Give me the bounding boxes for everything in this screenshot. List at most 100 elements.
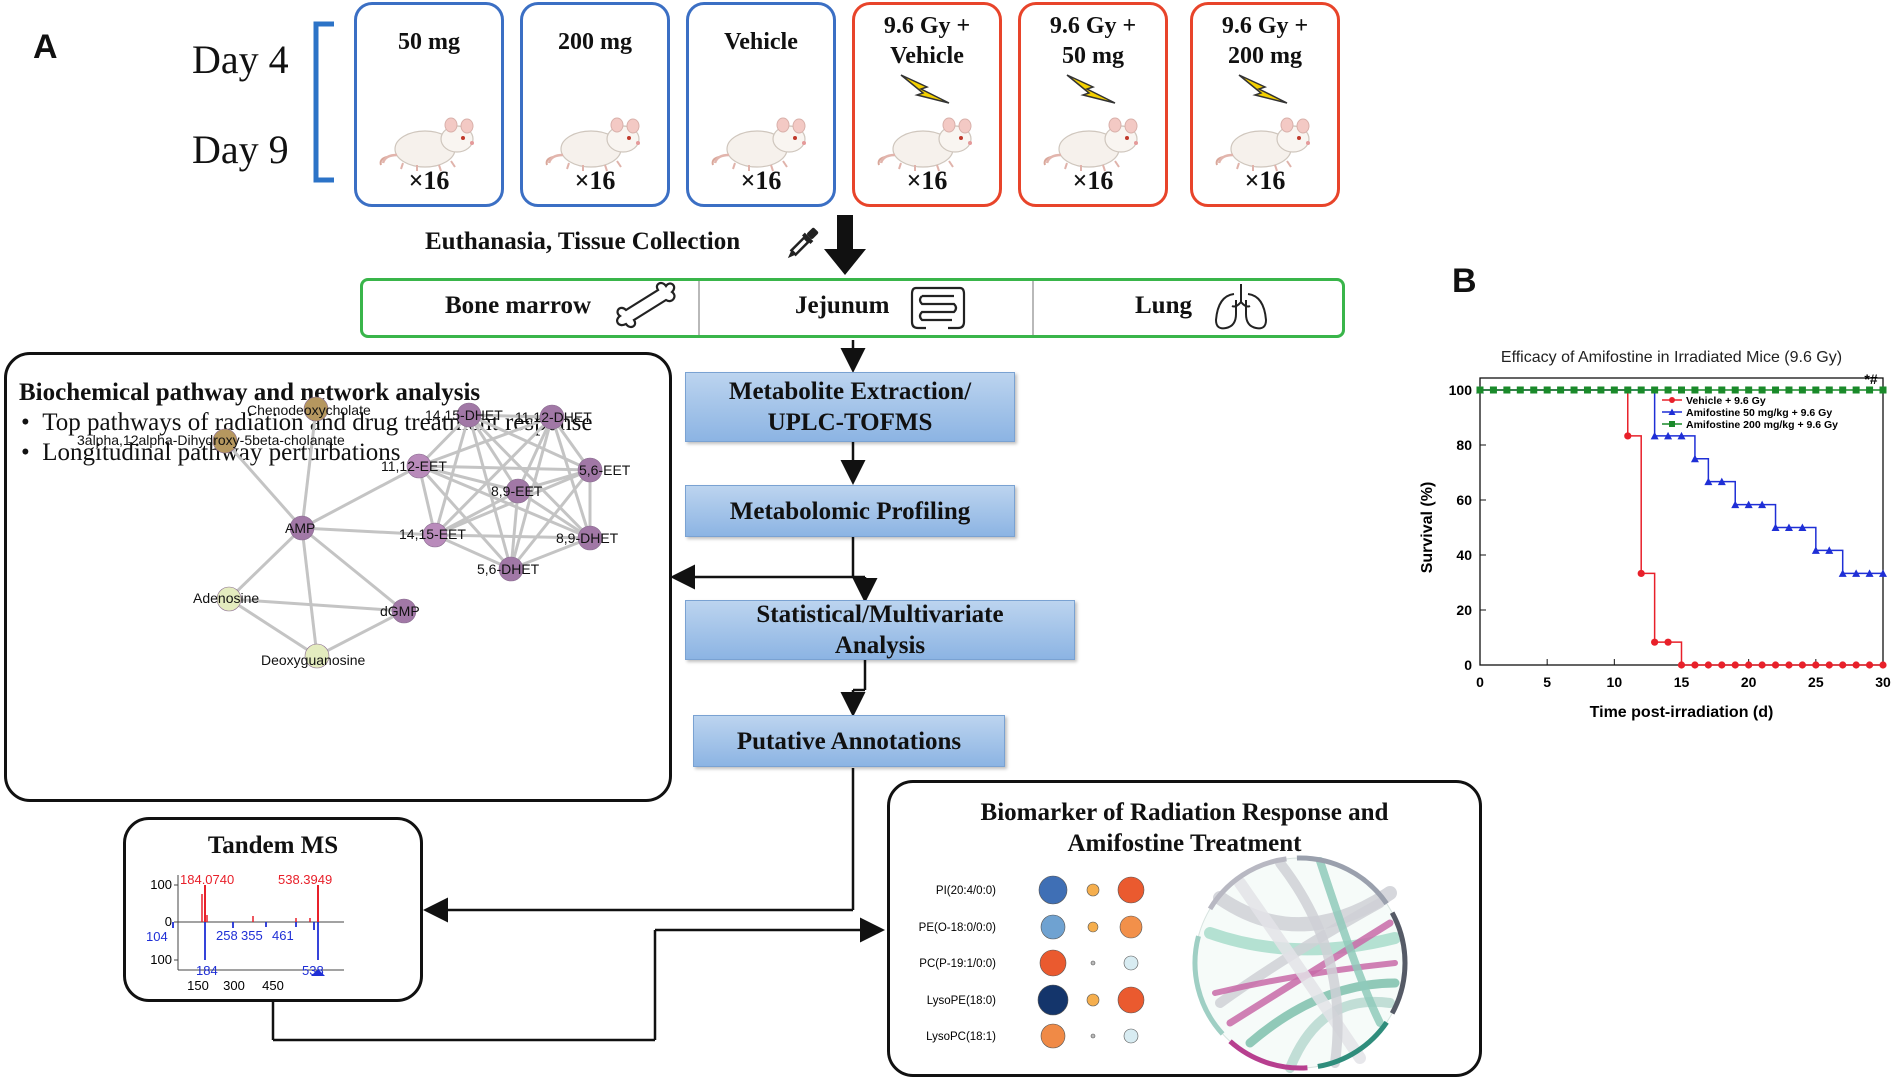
network-node <box>505 478 531 504</box>
series-point <box>1771 661 1780 669</box>
tissue-jejunum: Jejunum <box>795 292 890 319</box>
day-bracket <box>313 21 334 183</box>
series-point <box>1583 386 1591 394</box>
y-tick-label: 60 <box>1456 492 1472 508</box>
network-node <box>577 457 603 483</box>
metabolite-network: Chenodeoxycholate3alpha,12alpha-Dihydrox… <box>77 396 631 669</box>
series-point <box>1852 569 1861 577</box>
series-point <box>1664 638 1672 646</box>
series-point <box>1530 386 1538 394</box>
series-point <box>1758 661 1766 669</box>
lipid-bubble <box>1087 921 1099 933</box>
survival-chart: Efficacy of Amifostine in Irradiated Mic… <box>1419 349 1891 721</box>
legend-label: Vehicle + 9.6 Gy <box>1686 395 1766 407</box>
lipid-bubble <box>1040 914 1066 940</box>
pipette-icon <box>787 227 819 259</box>
lipid-label: LysoPC(18:1) <box>926 1031 996 1043</box>
lightning-icon <box>1066 74 1116 104</box>
series-point <box>1758 386 1766 394</box>
series-point <box>1543 386 1551 394</box>
group-title: Vehicle <box>724 29 798 55</box>
intestine-icon <box>910 286 966 330</box>
group-title: 200 mg <box>558 29 632 55</box>
series-point <box>1624 432 1632 440</box>
network-edge <box>510 536 591 571</box>
x-tick-label: 15 <box>1674 674 1690 690</box>
series-point <box>1717 477 1726 486</box>
bone-icon <box>616 281 676 329</box>
lightning-icon <box>1238 74 1288 104</box>
series-point <box>1731 500 1740 509</box>
network-edge <box>509 469 592 570</box>
series-line <box>1480 389 1883 575</box>
mouse-icon <box>1043 117 1138 172</box>
series-point <box>1704 477 1713 486</box>
legend-marker <box>1669 421 1675 427</box>
series-point <box>1677 431 1686 440</box>
network-node-label: AMP <box>285 520 315 536</box>
network-node <box>303 396 329 422</box>
network-edge <box>301 526 405 613</box>
series-point <box>1651 386 1659 394</box>
ms-bottom-peak-label: 258 <box>216 928 238 943</box>
series-point <box>1784 523 1793 531</box>
network-edge <box>227 526 304 601</box>
down-arrow-main <box>824 215 866 275</box>
lipid-bubble <box>1039 949 1067 977</box>
network-edges <box>223 408 592 658</box>
network-node-label: 14,15-DHET <box>425 407 503 423</box>
series-point <box>1570 386 1578 394</box>
lipid-bubble <box>1123 955 1139 971</box>
network-edge <box>300 527 319 657</box>
day-9-label: Day 9 <box>192 127 289 172</box>
group-count: ×16 <box>1244 166 1286 195</box>
network-node <box>498 556 524 582</box>
bullet-icon: • <box>21 409 43 436</box>
ms-x-tick-label: 450 <box>262 978 284 993</box>
ms-x-tick-label: 300 <box>223 978 245 993</box>
series-point <box>1690 454 1699 463</box>
series-point <box>1678 386 1685 394</box>
network-edge <box>300 408 318 529</box>
network-edge <box>418 464 591 540</box>
lung-icon <box>1214 284 1268 330</box>
network-node <box>539 404 565 430</box>
bullet-icon: • <box>21 439 43 466</box>
network-edge <box>433 415 554 537</box>
series-point <box>1718 386 1726 394</box>
network-node-label: Chenodeoxycholate <box>247 402 371 418</box>
chord-arc <box>1317 1020 1389 1069</box>
x-tick-label: 10 <box>1607 674 1623 690</box>
chord-ribbon <box>1234 877 1366 1064</box>
lipid-bubble <box>1117 986 1145 1014</box>
lightning-icon <box>900 74 950 104</box>
network-edge <box>517 489 591 540</box>
legend-label: Amifostine 50 mg/kg + 9.6 Gy <box>1686 407 1832 419</box>
group-count: ×16 <box>1072 166 1114 195</box>
series-point <box>1557 386 1565 394</box>
lipid-bubble <box>1086 883 1100 897</box>
lipid-label: LysoPE(18:0) <box>927 995 996 1007</box>
group-title: 9.6 Gy + 200 mg <box>1221 13 1309 69</box>
series-point <box>1785 386 1793 394</box>
lipid-bubble <box>1123 1028 1139 1044</box>
lipid-label: PE(O-18:0/0:0) <box>919 922 997 934</box>
network-edge <box>434 533 591 540</box>
network-edge <box>516 416 554 492</box>
x-tick-label: 25 <box>1808 674 1824 690</box>
series-point <box>1825 386 1833 394</box>
significance-annotation: *# <box>1864 371 1877 387</box>
ms-bottom-peak-label: 104 <box>146 929 168 944</box>
x-axis-label: Time post-irradiation (d) <box>1590 704 1774 721</box>
group-box: 9.6 Gy + Vehicle×16 <box>852 2 1002 207</box>
series-point <box>1825 661 1833 669</box>
group-box: 200 mg ×16 <box>520 2 670 207</box>
group-title: 9.6 Gy + Vehicle <box>883 13 971 69</box>
tissue-bone-marrow: Bone marrow <box>445 292 592 319</box>
y-axis-label: Survival (%) <box>1419 482 1436 574</box>
ms-y-tick-label: 0 <box>165 914 172 929</box>
group-count: ×16 <box>574 166 616 195</box>
lipid-bubble <box>1038 875 1068 905</box>
biomarker-box-title: Biomarker of Radiation Response and Amif… <box>980 799 1389 857</box>
